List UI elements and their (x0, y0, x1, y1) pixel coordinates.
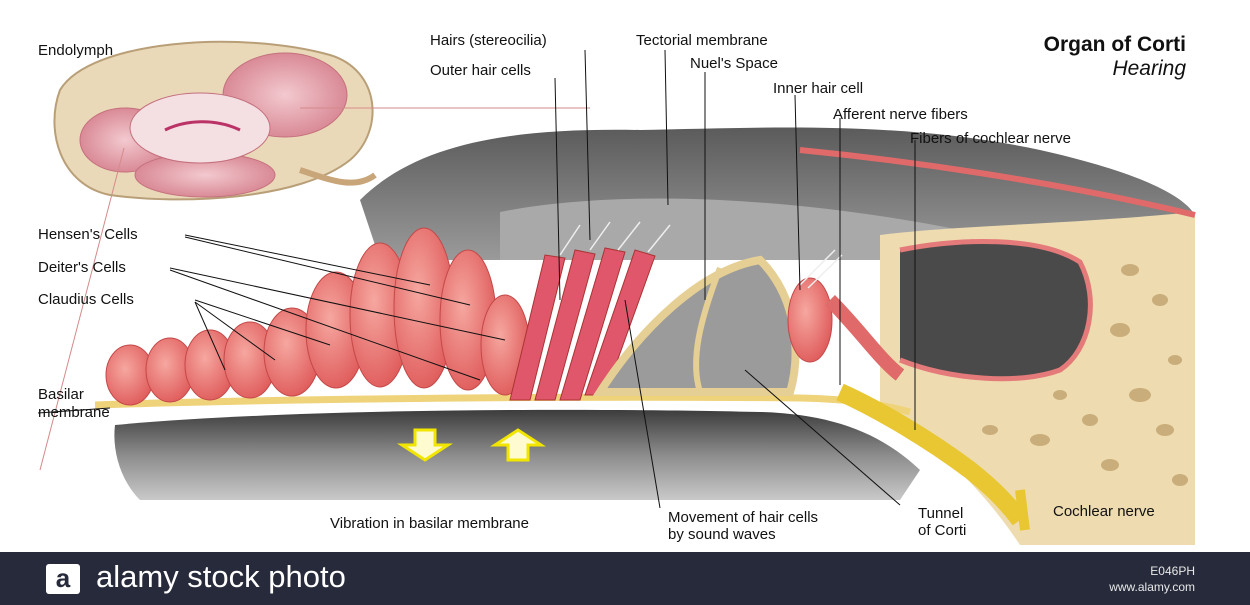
label-basilar-1: Basilar (38, 386, 84, 404)
label-movement-1: Movement of hair cells (668, 509, 818, 527)
label-endolymph: Endolymph (38, 42, 113, 60)
label-claudius-cells: Claudius Cells (38, 291, 134, 309)
label-tunnel-1: Tunnel (918, 505, 963, 523)
watermark-footer: a alamy stock photo E046PH www.alamy.com (0, 552, 1250, 605)
label-nuels-space: Nuel's Space (690, 55, 778, 73)
label-deiters-cells: Deiter's Cells (38, 259, 126, 277)
label-outer-hair-cells: Outer hair cells (430, 62, 531, 80)
support-cells (106, 228, 529, 405)
label-tunnel-2: of Corti (918, 522, 966, 540)
inner-hair-cell (788, 278, 832, 362)
basilar-membrane (95, 397, 910, 412)
site-url: www.alamy.com (1109, 580, 1195, 594)
title-main: Organ of Corti (1044, 33, 1186, 57)
label-basilar-2: membrane (38, 404, 110, 422)
alamy-logo-icon: a (46, 564, 80, 594)
title-sub: Hearing (1044, 57, 1186, 81)
label-hairs: Hairs (stereocilia) (430, 32, 547, 50)
image-id: E046PH (1150, 564, 1195, 578)
label-afferent-nerve-fibers: Afferent nerve fibers (833, 106, 968, 124)
label-fibers-cochlear-nerve: Fibers of cochlear nerve (910, 130, 1071, 148)
label-tectorial-membrane: Tectorial membrane (636, 32, 768, 50)
label-inner-hair-cell: Inner hair cell (773, 80, 863, 98)
label-hensens-cells: Hensen's Cells (38, 226, 138, 244)
brand-text: alamy stock photo (96, 558, 346, 596)
cochlea-inset (54, 42, 375, 200)
diagram-title: Organ of Corti Hearing (1044, 33, 1186, 81)
label-movement-2: by sound waves (668, 526, 776, 544)
label-vibration: Vibration in basilar membrane (330, 515, 529, 533)
spiral-cavity (900, 241, 1090, 378)
organ-of-corti-drawing (0, 0, 1250, 552)
label-cochlear-nerve: Cochlear nerve (1053, 503, 1155, 521)
